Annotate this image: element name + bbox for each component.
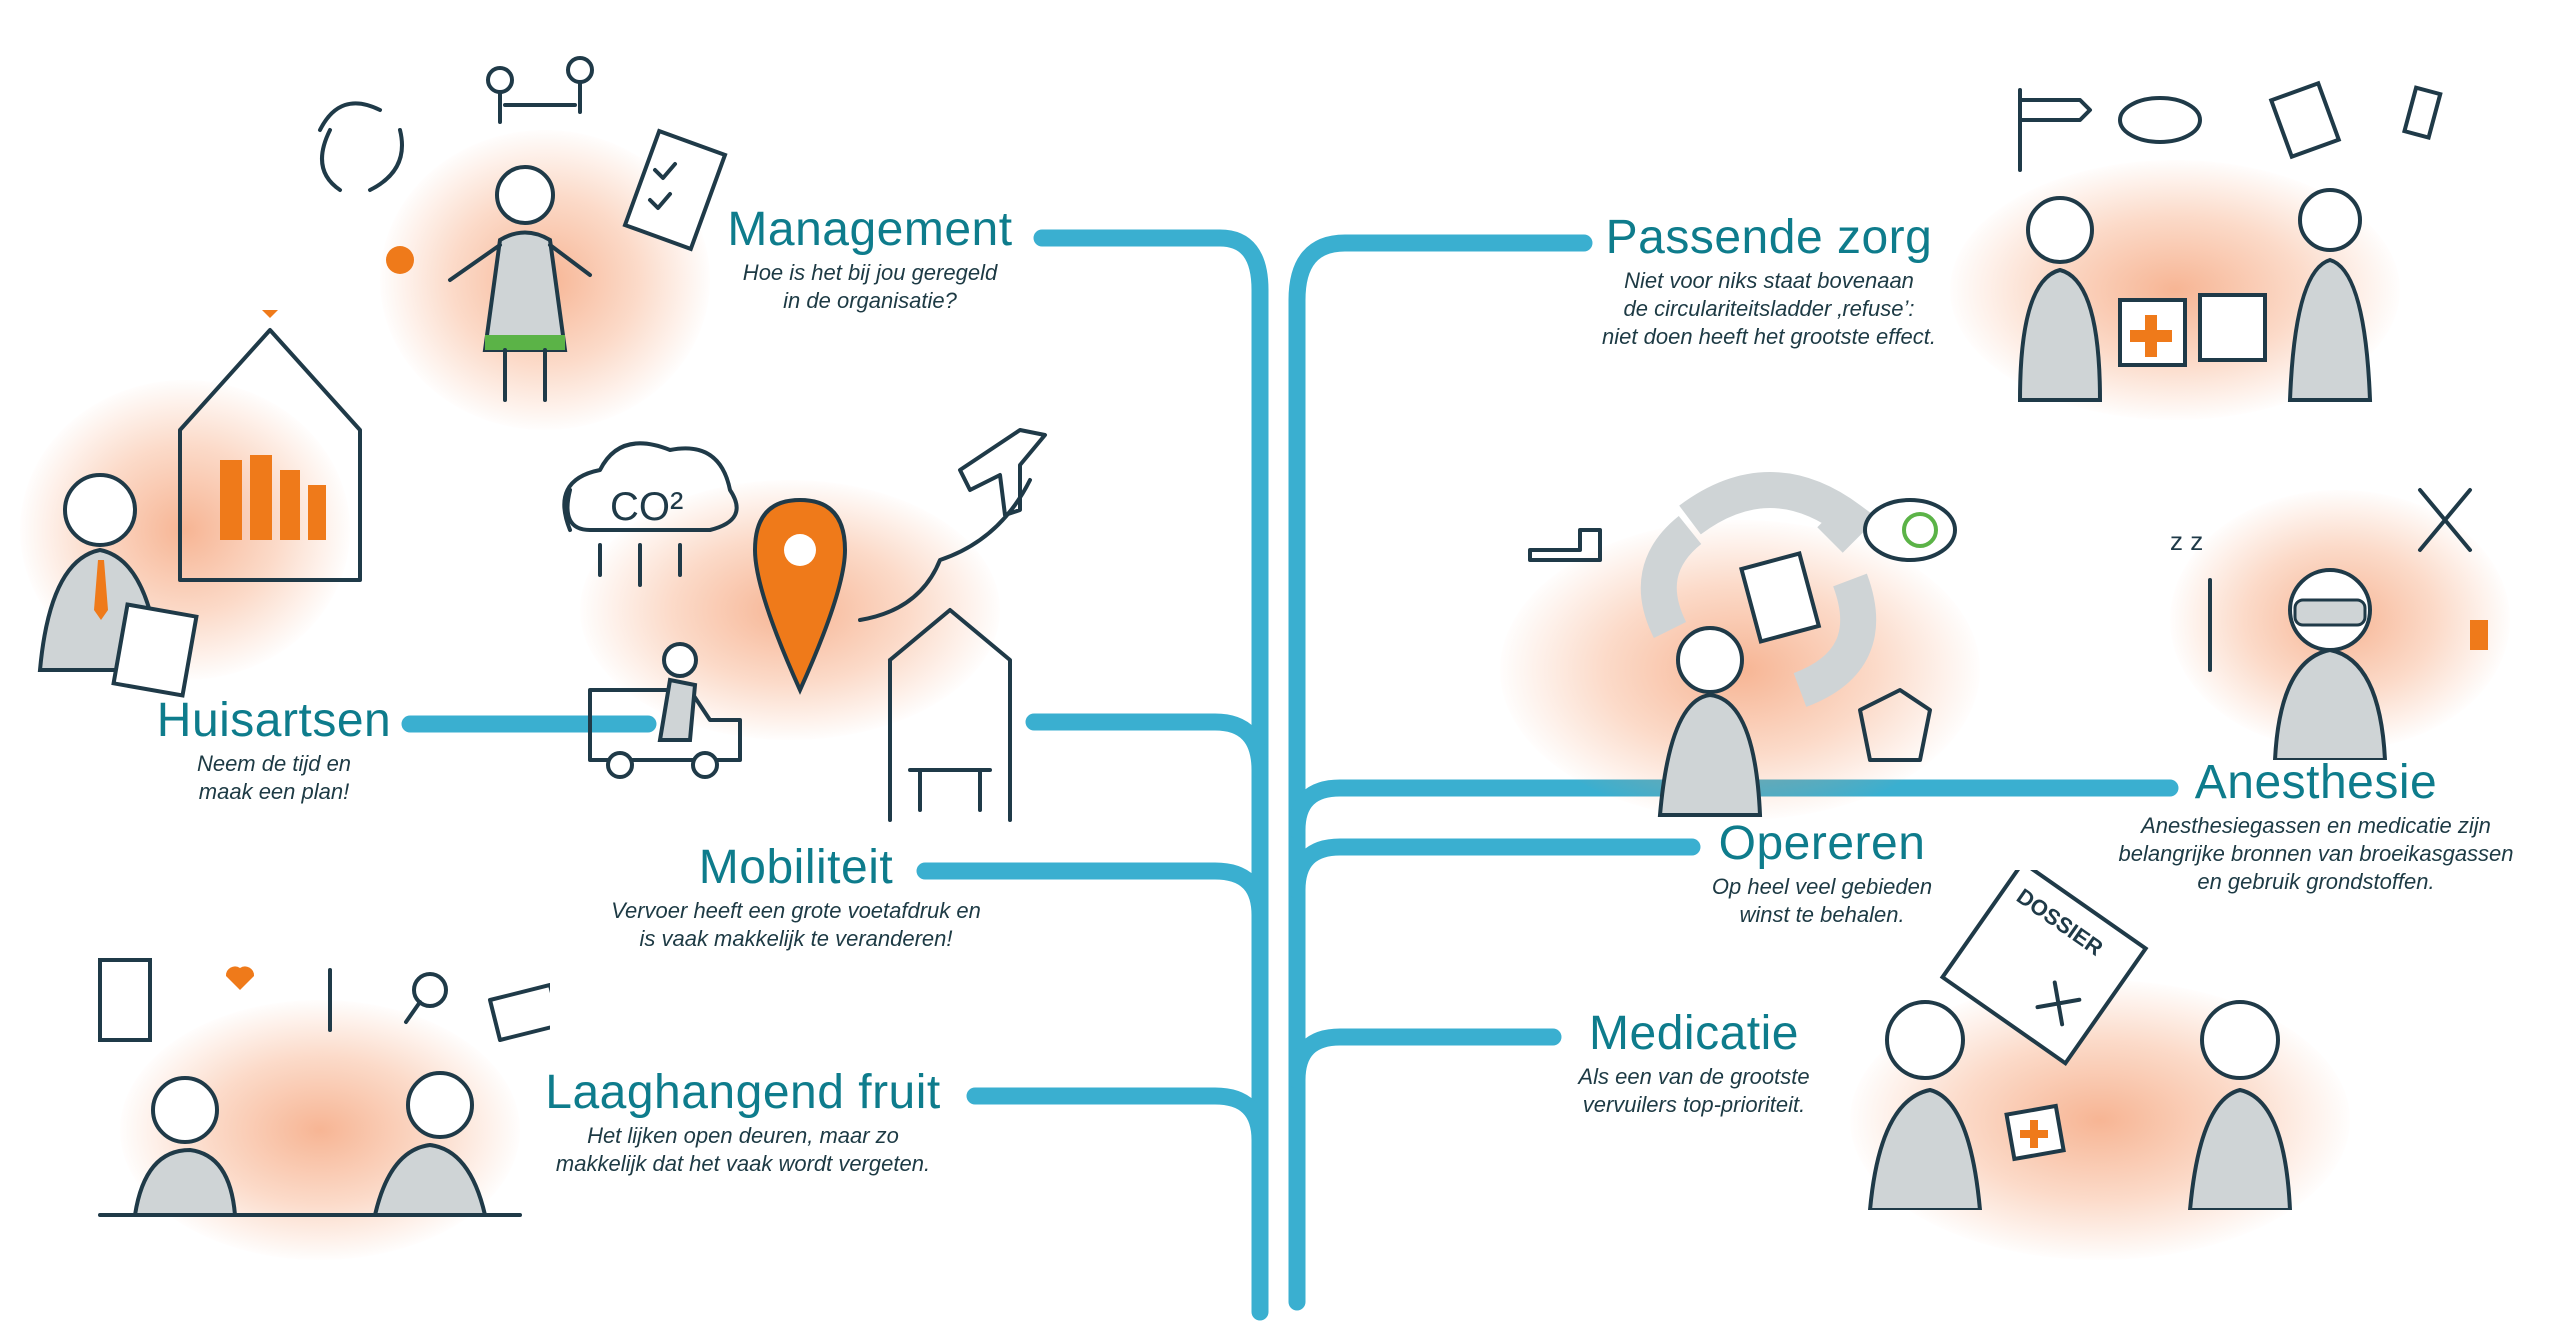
branch-mobiliteit: [916, 862, 1269, 924]
topic-title: Laaghangend fruit: [545, 1066, 941, 1119]
topic-description-line: is vaak makkelijk te veranderen!: [639, 926, 953, 952]
tap-icon: [1528, 528, 1602, 562]
envelope-icon: [488, 983, 550, 1042]
crossed-gas-icon: [2418, 488, 2472, 552]
house-office-icon: [888, 608, 1012, 822]
topic-description-line: belangrijke bronnen van broeikasgassen: [2118, 841, 2514, 867]
apple-icon: [386, 246, 414, 274]
topic-description-line: winst te behalen.: [1739, 902, 1905, 928]
vial-icon: [2470, 620, 2488, 650]
signpost-icon: [2018, 88, 2092, 172]
anesthesie-illustration: z z: [2170, 488, 2488, 760]
topic-anesthesie: Anesthesie Anesthesiegassen en medicatie…: [2118, 756, 2514, 896]
speech-bubble-icon: [2118, 96, 2202, 144]
huisartsen-illustration: [37, 310, 362, 698]
dossier-icon: DOSSIER: [1939, 870, 2149, 1067]
fridge-icon: [98, 958, 152, 1042]
topic-title: Medicatie: [1589, 1007, 1799, 1060]
topic-title: Anesthesie: [2194, 756, 2438, 809]
topic-laaghangend-fruit: Laaghangend fruit Het lijken open deuren…: [545, 1066, 941, 1178]
topic-description-line: makkelijk dat het vaak wordt vergeten.: [555, 1151, 931, 1177]
magnifier-icon: [412, 972, 448, 1008]
topic-title: Huisartsen: [156, 694, 392, 747]
branch-laaghangend: [966, 1087, 1269, 1149]
management-figure-illustration: [318, 56, 728, 402]
topic-description-line: Als een van de grootste: [1578, 1064, 1810, 1090]
topic-passende-zorg: Passende zorg Niet voor niks staat boven…: [1602, 211, 1936, 351]
recycle-icon: [318, 101, 404, 192]
topic-description-line: Vervoer heeft een grote voetafdruk en: [611, 898, 981, 924]
clipboard-icon: [622, 128, 728, 252]
topic-description-line: vervuilers top-prioriteit.: [1582, 1092, 1806, 1118]
house-icon: [178, 328, 362, 582]
topic-mobiliteit: Mobiliteit Vervoer heeft een grote voeta…: [611, 841, 981, 953]
topic-description-line: Anesthesiegassen en medicatie zijn: [2141, 813, 2491, 839]
topic-description-line: Op heel veel gebieden: [1711, 874, 1933, 900]
speech-bubble-icon: [1863, 498, 1957, 562]
svg-text:z z: z z: [2170, 526, 2203, 556]
topic-title: Mobiliteit: [698, 841, 894, 894]
laaghangend-fruit-illustration: [98, 958, 550, 1217]
mobiliteit-illustration: CO²: [562, 428, 1047, 822]
recycle-arrows-icon: [1640, 472, 1878, 707]
topic-title: Passende zorg: [1605, 211, 1933, 264]
branch-medicatie: [1288, 1028, 1562, 1089]
branch-house: [1025, 713, 1269, 779]
branch-opereren: [1288, 838, 1701, 899]
cloud-icon: [562, 441, 739, 532]
location-pin-icon: [752, 497, 848, 695]
passende-zorg-illustration: [2017, 80, 2443, 402]
phone-icon: [2402, 85, 2443, 141]
topic-description-line: Het lijken open deuren, maar zo: [587, 1123, 899, 1149]
opereren-illustration: [1528, 472, 1957, 817]
topic-description-line: Neem de tijd en: [196, 751, 352, 777]
gown-icon: [1858, 688, 1932, 762]
topic-description-line: Niet voor niks staat bovenaan: [1624, 268, 1914, 294]
topic-description-line: en gebruik grondstoffen.: [2197, 869, 2435, 895]
topic-description-line: niet doen heeft het grootste effect.: [1602, 324, 1936, 350]
airplane-icon: [958, 428, 1047, 517]
co2-label: CO²: [610, 485, 683, 529]
medicatie-illustration: DOSSIER: [1867, 870, 2293, 1210]
branch-anesthesie: [1288, 779, 2179, 839]
heart-icon: [262, 310, 278, 318]
topic-description-line: Hoe is het bij jou geregeld: [742, 260, 998, 286]
topic-title: Opereren: [1718, 817, 1926, 870]
topic-title: Management: [727, 203, 1013, 256]
trunk-right: [1288, 234, 1593, 1311]
checklist-icon: [2268, 80, 2342, 160]
topic-description-line: maak een plan!: [198, 779, 350, 805]
topic-description-line: de circulariteitsladder ‚refuse’:: [1623, 296, 1915, 322]
topic-description-line: in de organisatie?: [783, 288, 957, 314]
heart-icon: [225, 966, 255, 990]
trunk-left: [1033, 229, 1269, 1321]
